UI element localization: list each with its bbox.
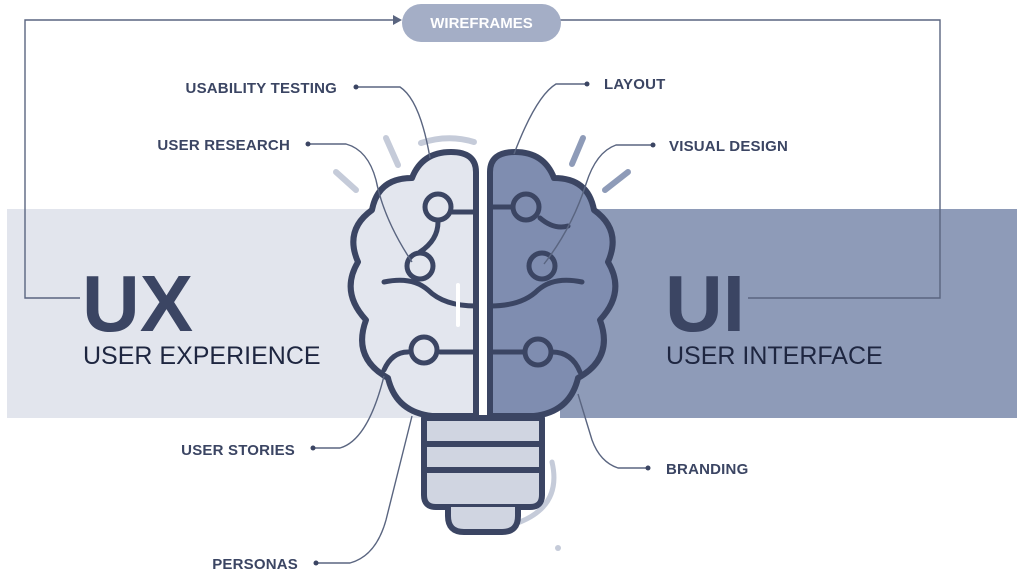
label-visual-design: VISUAL DESIGN [669,138,788,155]
ux-title: UX [82,259,193,348]
personas-connector [316,415,413,564]
label-user-stories: USER STORIES [181,442,295,459]
wireframes-connector [24,19,393,299]
label-usability-testing: USABILITY TESTING [186,80,337,97]
label-user-research: USER RESEARCH [157,137,290,154]
usability-testing-connector [356,86,431,159]
bulb-glow-arc [517,459,557,525]
sparks-decoration-right [569,135,631,193]
branding-connector [577,393,648,469]
ui-subtitle: USER INTERFACE [666,342,883,370]
user-research-dot [305,141,311,147]
layout-connector [513,83,587,155]
personas-dot [313,560,319,566]
wireframes-label: WIREFRAMES [430,15,533,32]
visual-design-connector [543,144,653,265]
layout-dot [584,81,590,87]
wireframes-pill [402,4,561,42]
wireframes-arrowhead [393,15,402,25]
ui-band [560,209,1017,418]
sparks-decoration [333,135,561,551]
label-branding: BRANDING [666,461,748,478]
visual-design-dot [650,142,656,148]
user-stories-dot [310,445,316,451]
label-layout: LAYOUT [604,76,666,93]
brain-left-nodes [404,191,454,366]
label-personas: PERSONAS [212,556,298,573]
branding-dot [645,465,651,471]
usability-testing-dot [353,84,359,90]
lightbulb-base [421,415,545,535]
user-research-connector [308,143,413,263]
wireframes-connector-right [560,19,941,299]
ux-subtitle: USER EXPERIENCE [83,342,321,370]
brain-right-circuits [487,204,585,375]
user-stories-connector [313,375,385,449]
brain-left-circuits [381,209,479,373]
brain-right-nodes [510,191,558,368]
ui-title: UI [665,259,745,348]
